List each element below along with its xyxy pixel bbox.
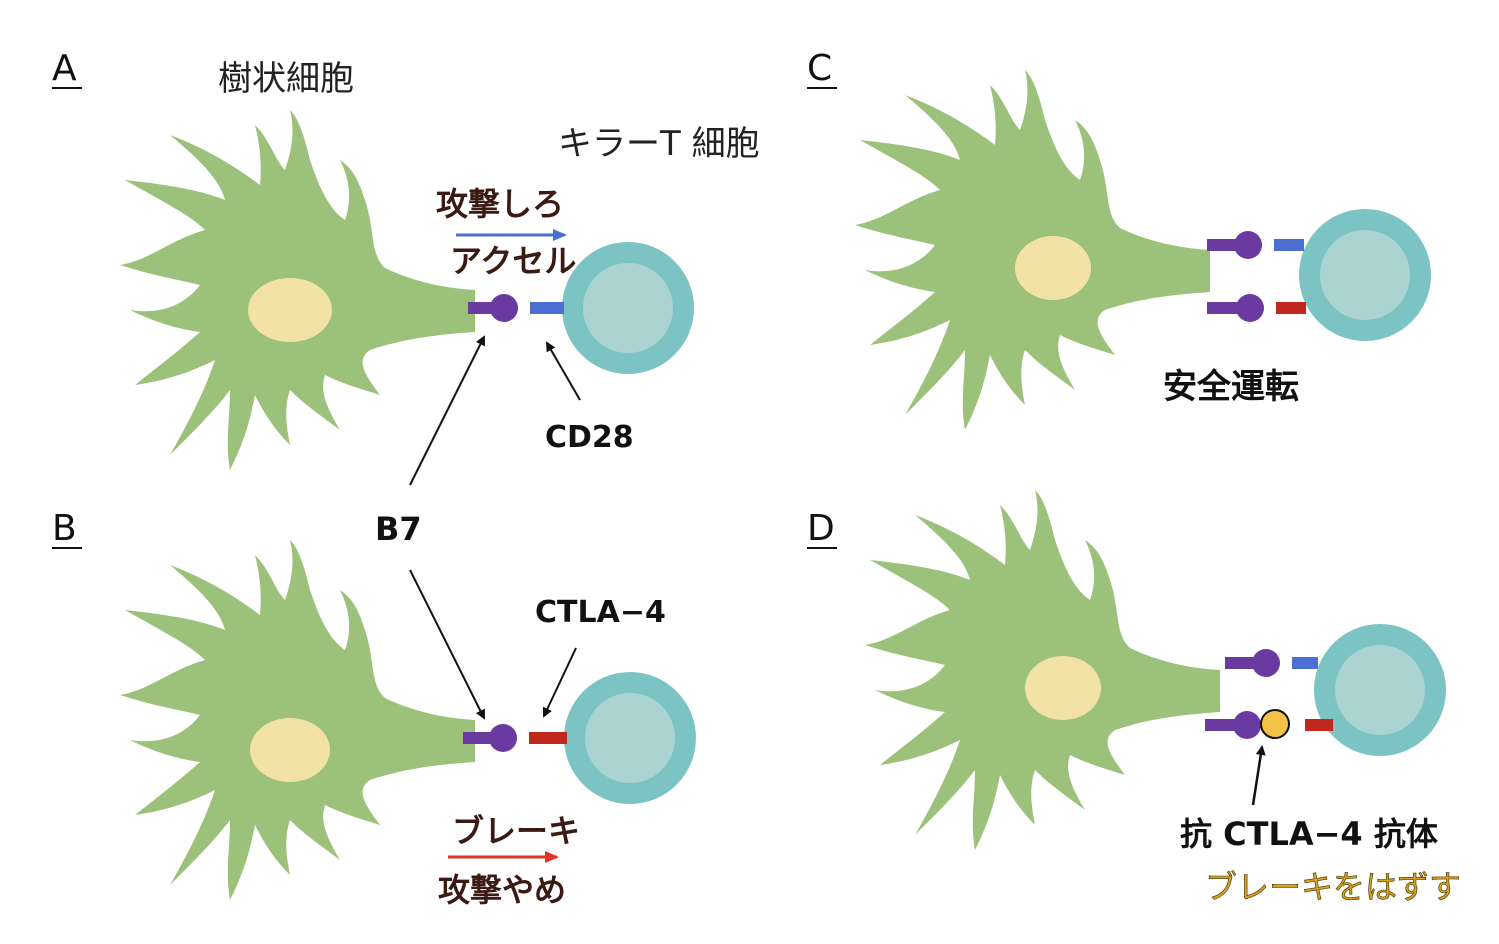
panel-a: A 樹状細胞 キラーT 細胞 攻撃しろ アクセル CD28 [52,48,760,470]
ctla4-receptor [507,714,567,762]
panel-letter-b: B [52,508,77,549]
b7-molecule [1205,711,1261,739]
panel-c: C 安全運転 [807,48,1431,430]
dendritic-cell [865,490,1220,850]
ctla4-receptor [1283,701,1333,749]
nucleus [250,718,330,782]
antibody-pointer [1251,745,1266,806]
release-brake-caption: ブレーキをはずす [1205,868,1461,906]
tcell-label: キラーT 細胞 [558,124,760,164]
anti-ctla4-antibody [1260,709,1290,739]
t-cell [1299,209,1431,341]
cd28-receptor [1252,221,1304,269]
antibody-label: 抗 CTLA−4 抗体 [1180,815,1438,853]
b7-molecule [1207,231,1262,259]
panel-letter-d: D [807,508,835,549]
safe-driving-caption: 安全運転 [1163,367,1299,407]
signal-accel: アクセル [450,242,576,280]
nucleus [1015,236,1091,300]
panel-letter-a: A [52,48,77,89]
signal-brake: ブレーキ [452,812,580,850]
panel-letter-c: C [807,48,832,89]
nucleus [1025,656,1101,720]
dendritic-cell [120,540,475,900]
ctla4-pointer [542,647,577,718]
panel-d: D 抗 CTLA−4 抗体 ブレーキをはずす [807,490,1461,906]
t-cell [564,672,696,804]
dendritic-cell-label: 樹状細胞 [218,59,354,99]
t-cell [562,242,694,374]
signal-attack: 攻撃しろ [436,185,564,223]
cd28-receptor [508,284,564,332]
nucleus [248,278,332,342]
dendritic-cell [120,110,475,470]
b7-pointer-a [409,335,485,486]
dendritic-cell [855,70,1210,430]
cd28-pointer [545,341,581,401]
b7-molecule [463,724,517,752]
b7-molecule [468,294,518,322]
cd28-label: CD28 [545,420,634,455]
b7-label: B7 [375,510,422,548]
b7-molecule [1225,649,1280,677]
t-cell [1314,624,1446,756]
b7-molecule [1207,294,1264,322]
signal-stop-attack: 攻撃やめ [438,871,566,909]
ctla4-label: CTLA−4 [535,595,666,630]
b7-pointer-b [409,569,485,720]
panel-b: B CTLA−4 ブレーキ 攻撃やめ [52,508,696,909]
ctla4-receptor [1254,284,1306,332]
cd28-receptor [1270,639,1318,687]
